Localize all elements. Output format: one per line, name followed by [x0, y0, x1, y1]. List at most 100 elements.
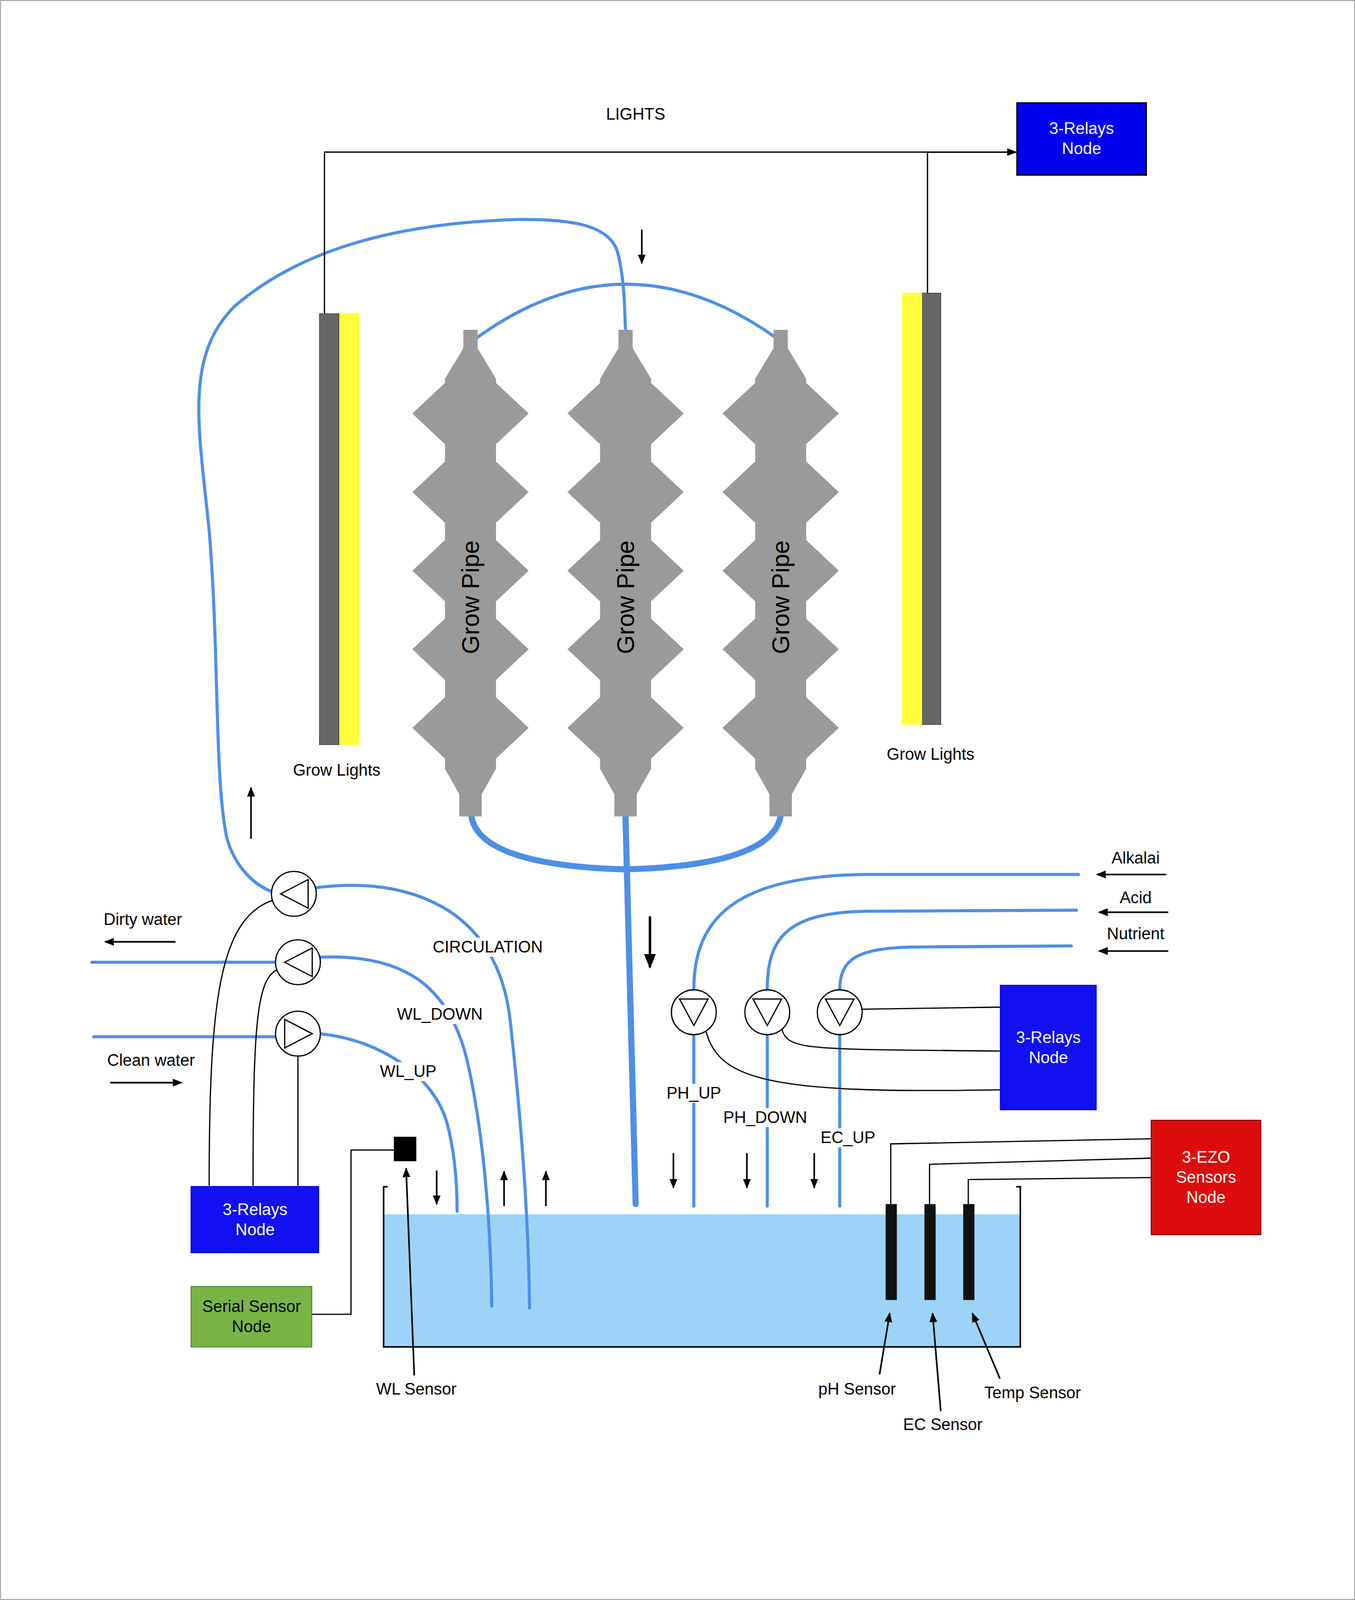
flow-arrow [746, 1152, 748, 1188]
callout-label: EC_UP [817, 1127, 878, 1147]
pump-symbol [275, 1010, 321, 1056]
pump-symbol [271, 871, 317, 917]
flow-arrow [1098, 910, 1169, 913]
relay-node-box: 3-Relays Node [999, 984, 1097, 1110]
clean-water-pipe [93, 1034, 276, 1038]
pump-triangle [284, 947, 313, 977]
pump-triangle [753, 998, 782, 1026]
grow-pipe-outline [722, 329, 839, 817]
relay-node-box: 3-Relays Node [190, 1185, 320, 1253]
pump-symbol [671, 989, 717, 1035]
ec-up-pipe [838, 1034, 842, 1206]
pump-symbol [817, 989, 863, 1035]
wl-sensor-symbol [393, 1136, 417, 1161]
wl-down-pipe [320, 956, 492, 1306]
nutrient-pipe [839, 945, 1072, 990]
light-bar-lamp [901, 292, 923, 725]
grow-light: Grow Lights [275, 313, 398, 793]
probe-symbol [963, 1203, 975, 1300]
flow-arrow [503, 1171, 505, 1207]
leader-line [879, 1312, 890, 1375]
sensor-wire [890, 1138, 1152, 1204]
callout-label: PH_DOWN [720, 1107, 810, 1127]
wire-connector [324, 151, 1017, 314]
grow-pipe-outline [567, 329, 684, 817]
node-label: Serial Sensor Node [197, 1296, 306, 1337]
acid-pipe [767, 909, 1077, 990]
dirty-water-pipe [91, 960, 276, 964]
ph-up-pipe [692, 1034, 696, 1206]
callout-label: WL_DOWN [394, 1004, 486, 1024]
leader-line [405, 1168, 414, 1376]
probe-symbol [924, 1203, 936, 1300]
relay-wire [862, 1006, 1000, 1009]
grow-pipe: Grow Pipe [412, 329, 529, 817]
leader-line [932, 1312, 941, 1411]
sensor-wire [312, 1149, 394, 1314]
grow-pipe: Grow Pipe [567, 329, 684, 817]
flow-arrow [1096, 873, 1167, 875]
callout-label: WL Sensor [373, 1379, 459, 1399]
pump-triangle [284, 1018, 313, 1048]
pump-symbol [744, 989, 790, 1035]
node-label: 3-Relays Node [1008, 1027, 1089, 1068]
relay-wire [706, 1031, 1000, 1090]
edge-label: LIGHTS [603, 104, 668, 124]
sensor-wire [929, 1157, 1151, 1204]
node-label: 3-EZO Sensors Node [1166, 1146, 1246, 1208]
flow-arrow [640, 229, 643, 264]
callout-label: Nutrient [1104, 924, 1168, 944]
node-label: 3-Relays Node [215, 1199, 295, 1240]
pump-triangle [825, 998, 855, 1026]
leader-line [972, 1312, 1000, 1378]
flow-arrow [545, 1171, 547, 1207]
relay-wire [297, 1055, 299, 1186]
callout-label: EC Sensor [900, 1414, 986, 1434]
node-label: Grow Lights [869, 744, 992, 764]
flow-arrow [813, 1152, 816, 1188]
flow-arrow [105, 940, 176, 943]
light-bar-housing [319, 313, 340, 745]
callout-label: Dirty water [101, 909, 185, 929]
callout-label: pH Sensor [815, 1379, 899, 1399]
node-label: Grow Pipe [767, 539, 794, 654]
flow-arrow [1098, 950, 1169, 952]
pump-triangle [280, 879, 309, 908]
node-label: Grow Pipe [612, 539, 639, 654]
circulation-pipe [199, 219, 626, 892]
tank-outline [383, 1186, 1021, 1347]
serial-sensor-node-box: Serial Sensor Node [190, 1285, 312, 1348]
relay-wire [781, 1028, 1001, 1051]
flow-arrow [110, 1081, 182, 1083]
callout-label: PH_UP [663, 1083, 724, 1103]
callout-label: CIRCULATION [430, 937, 546, 957]
flow-arrow [672, 1152, 675, 1188]
pump-symbol [275, 939, 321, 985]
node-label: 3-Relays Node [1041, 118, 1122, 159]
callout-label: WL_UP [377, 1061, 440, 1081]
callout-label: Acid [1116, 888, 1154, 908]
relay-wire [253, 969, 278, 1186]
relay-wire [209, 899, 274, 1186]
node-label: Grow Pipe [457, 539, 484, 654]
callout-label: Clean water [104, 1050, 198, 1070]
ezo-sensor-node-box: 3-EZO Sensors Node [1150, 1119, 1261, 1235]
callout-label: Temp Sensor [981, 1383, 1084, 1403]
node-label: Grow Lights [275, 760, 398, 780]
wl-up-pipe [320, 1033, 457, 1211]
pump-triangle [679, 998, 709, 1026]
alkali-pipe [693, 874, 1079, 990]
light-bar-housing [921, 292, 942, 725]
relay-node-box: 3-Relays Node [1016, 102, 1147, 176]
sensor-wire [968, 1177, 1151, 1204]
grow-pipe-outline [412, 329, 529, 817]
grow-pipe: Grow Pipe [722, 329, 839, 817]
probe-symbol [885, 1203, 897, 1300]
flow-arrow [436, 1170, 438, 1205]
flow-arrow [648, 916, 652, 968]
drain-pipe [625, 816, 636, 1204]
